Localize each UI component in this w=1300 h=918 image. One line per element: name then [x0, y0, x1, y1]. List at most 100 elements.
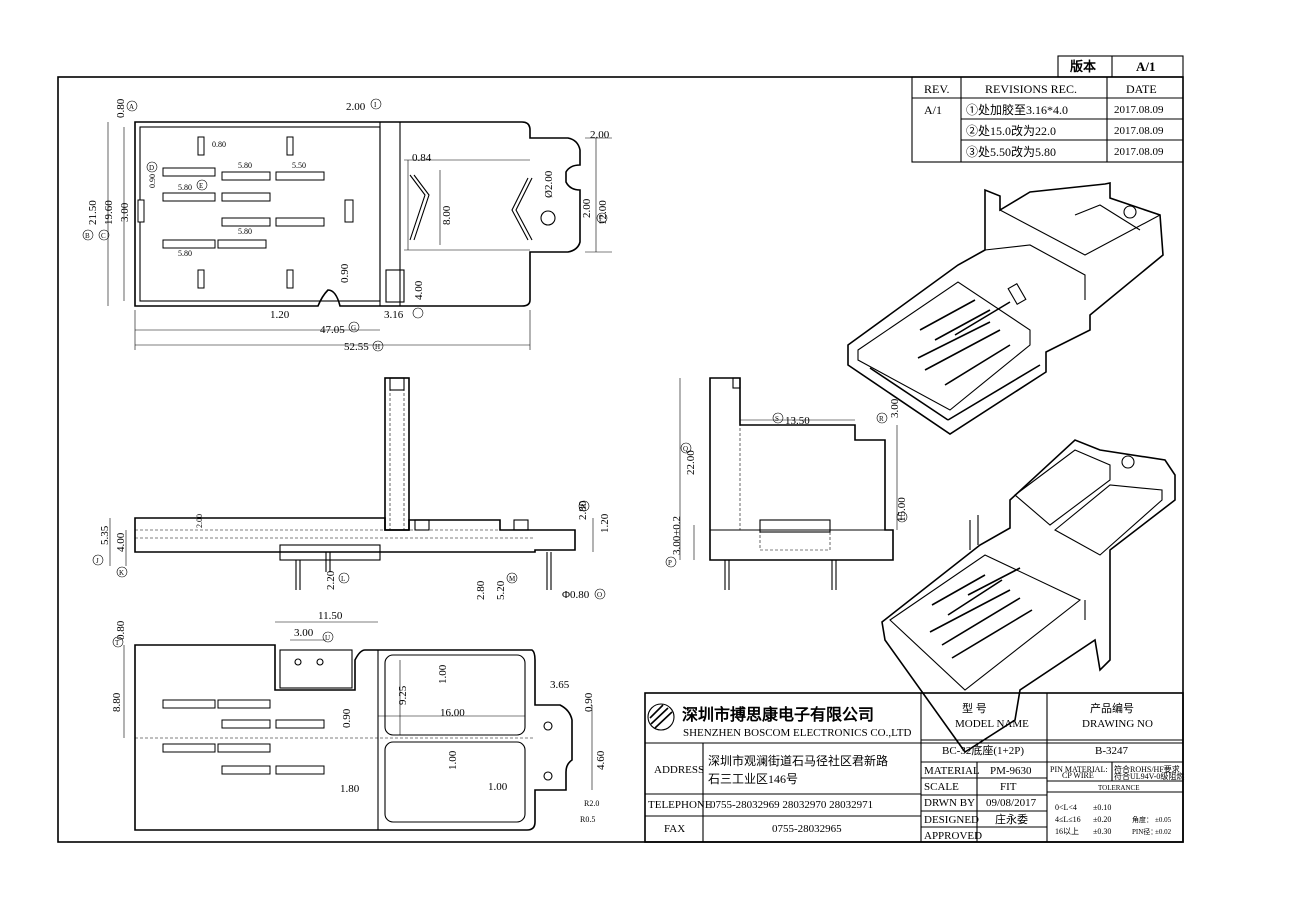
revision-table: REV. REVISIONS REC. DATE A/1 ①处加胶至3.16*4…	[911, 76, 1184, 163]
dim-top-2150: 21.50	[87, 200, 99, 225]
cp-wire-value: 符合UL94V-0级阻燃	[1114, 771, 1184, 781]
dim-bot-r05: R0.5	[580, 815, 595, 824]
dim-side-200: 2.00	[195, 514, 204, 528]
dim-top-316: 3.16	[384, 309, 404, 321]
address-label: ADDRESS	[654, 764, 704, 776]
dim-end-1350: 13.50	[785, 415, 810, 427]
scale-value: FIT	[1000, 781, 1017, 793]
tol-value-1: ±0.10	[1093, 803, 1111, 812]
svg-text:J: J	[96, 557, 99, 565]
marker-D: D	[146, 161, 158, 173]
marker-H: H	[372, 340, 384, 352]
drawing-no-cn: 产品编号	[1090, 701, 1134, 715]
dim-bot-365: 3.65	[550, 679, 570, 691]
isometric-view-bottom	[881, 439, 1176, 754]
dim-top-550: 5.50	[292, 161, 306, 170]
dim-top-5255: 52.55	[344, 341, 369, 353]
bottom-view: 0.80 11.50 3.00 8.80 9.25 1.00 16.00 0.9…	[111, 610, 607, 831]
dim-top-1960: 19.60	[103, 200, 115, 225]
dim-bot-100a: 1.00	[437, 664, 449, 684]
dim-bot-080: 0.80	[115, 620, 127, 640]
dim-top-580c: 5.80	[238, 227, 252, 236]
dim-top-080-small: 0.80	[212, 140, 226, 149]
dim-side-120: 1.20	[599, 513, 611, 533]
fax-value: 0755-28032965	[772, 823, 842, 835]
dim-top-200-vert: 2.00	[581, 198, 593, 218]
dim-bot-1600: 16.00	[440, 707, 465, 719]
marker-P: P	[665, 556, 677, 568]
dim-top-090b: 0.90	[339, 263, 351, 283]
marker-S: S	[772, 412, 784, 424]
tol-value-3: ±0.30	[1093, 827, 1111, 836]
svg-text:O: O	[597, 591, 602, 599]
version-label: 版本	[1070, 59, 1096, 74]
material-label: MATERIAL	[924, 765, 980, 777]
dim-top-080: 0.80	[115, 98, 127, 118]
rec-header: REVISIONS REC.	[985, 82, 1077, 96]
pin-dia-label: PIN径：	[1132, 827, 1157, 836]
company-name-cn: 深圳市搏思康电子有限公司	[682, 705, 874, 724]
dim-top-200: 2.00	[346, 101, 366, 113]
dim-end-300tol: 3.00±0.2	[671, 516, 683, 555]
dim-side-535: 5.35	[99, 525, 111, 545]
rev-row-2-rec: ②处15.0改为22.0	[966, 124, 1056, 138]
dim-bot-180: 1.80	[340, 783, 360, 795]
marker-N: N	[578, 500, 590, 512]
side-view: 5.35 4.00 2.00 2.20 2.80 5.20 Φ0.80 1.20…	[92, 377, 611, 601]
dim-end-2200: 22.00	[685, 450, 697, 475]
dim-top-1200: 12.00	[597, 200, 609, 225]
fax-label: FAX	[664, 823, 685, 835]
dim-bot-100b: 1.00	[447, 750, 459, 770]
tol-range-1: 0<L<4	[1055, 803, 1077, 812]
marker-F: F	[596, 212, 608, 224]
svg-text:H: H	[375, 343, 380, 351]
dim-top-400: 4.00	[413, 280, 425, 300]
designed-label: DESIGNED	[924, 814, 979, 826]
dim-side-280: 2.80	[475, 580, 487, 600]
version-value: A/1	[1136, 59, 1156, 74]
marker-U: U	[322, 631, 334, 643]
dim-bot-100c: 1.00	[488, 781, 508, 793]
dim-top-084: 0.84	[412, 152, 432, 164]
dim-side-dia080: Φ0.80	[562, 589, 590, 601]
dim-top-580a: 5.80	[238, 161, 252, 170]
dim-top-580d: 5.80	[178, 249, 192, 258]
address-line-1: 深圳市观澜街道石马径社区君新路	[708, 753, 888, 768]
svg-text:M: M	[509, 575, 516, 583]
date-header: DATE	[1126, 82, 1157, 96]
drawing-no-value: B-3247	[1095, 745, 1129, 757]
svg-text:F: F	[599, 215, 603, 223]
pin-material-value: 符合ROHS/HF要求	[1114, 764, 1180, 774]
marker-J: J	[92, 554, 104, 566]
dim-side-280b: 2.80	[577, 500, 589, 520]
dim-side-520: 5.20	[495, 580, 507, 600]
svg-text:L: L	[341, 575, 345, 583]
dim-top-120: 1.20	[270, 309, 290, 321]
dim-top-4705: 47.05	[320, 324, 345, 336]
svg-text:G: G	[351, 324, 356, 332]
dim-bot-300: 3.00	[294, 627, 314, 639]
material-value: PM-9630	[990, 765, 1032, 777]
dim-end-300: 3.00	[889, 398, 901, 418]
svg-text:S: S	[775, 415, 779, 423]
title-block: 深圳市搏思康电子有限公司 SHENZHEN BOSCOM ELECTRONICS…	[644, 692, 1184, 843]
dim-side-400: 4.00	[115, 532, 127, 552]
marker-G: G	[348, 321, 360, 333]
dim-top-580b: 5.80	[178, 183, 192, 192]
company-logo	[647, 703, 675, 731]
dim-top-090: 0.90	[148, 174, 157, 188]
svg-text:A: A	[129, 103, 134, 111]
rev-row-2-date: 2017.08.09	[1114, 125, 1164, 137]
tolerance-label: TOLERANCE	[1098, 784, 1139, 792]
dim-top-200-right: 2.00	[590, 129, 610, 141]
marker-L: L	[338, 572, 350, 584]
approved-label: APPROVED	[924, 830, 982, 842]
marker-K: K	[116, 566, 128, 578]
marker-A: A	[126, 100, 138, 112]
svg-text:U: U	[325, 634, 330, 642]
dim-bot-1150: 11.50	[318, 610, 343, 622]
marker-T: T	[112, 636, 124, 648]
dim-bot-880: 8.80	[111, 692, 123, 712]
drawing-no-en: DRAWING NO	[1082, 718, 1153, 730]
svg-text:T: T	[115, 639, 120, 647]
